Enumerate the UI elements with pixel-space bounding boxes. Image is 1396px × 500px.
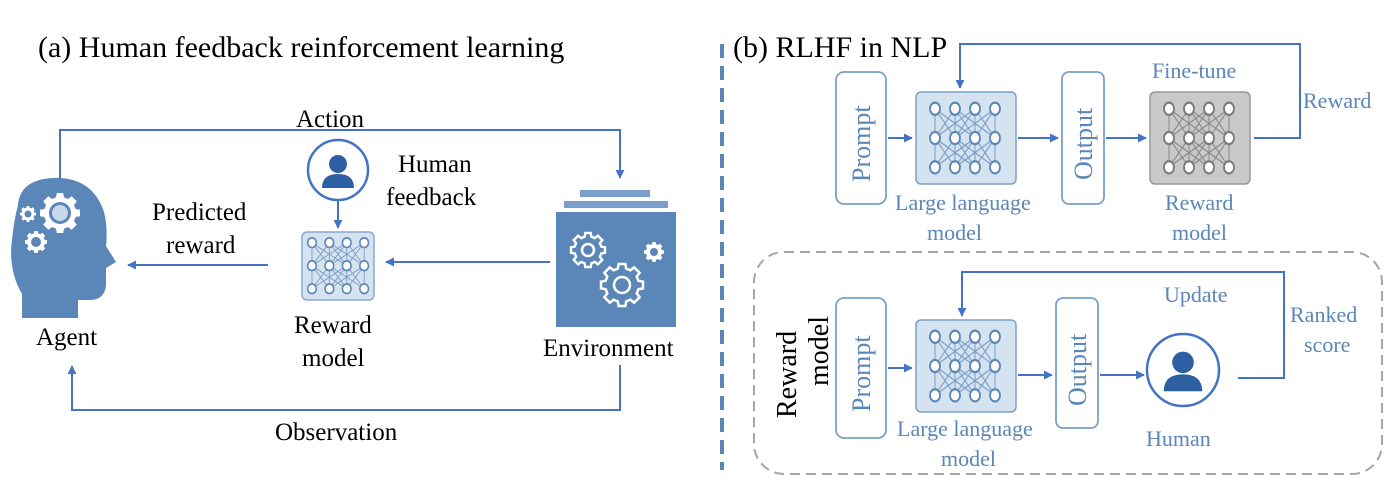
reward-model-training-box — [753, 251, 1383, 475]
human-feedback-label-2: feedback — [386, 184, 477, 211]
action-arrow — [59, 129, 625, 190]
human-feedback-label-1: Human — [398, 151, 472, 178]
human-icon — [1145, 332, 1221, 408]
predicted-reward-label-1: Predicted — [152, 199, 247, 226]
llm-box-top — [915, 91, 1017, 185]
panel-a-title: (a) Human feedback reinforcement learnin… — [38, 31, 564, 64]
reward-model-b-box — [1149, 91, 1251, 185]
prompt-label-top: Prompt — [847, 105, 876, 182]
human-feedback-icon — [306, 138, 370, 202]
panel-b-title: (b) RLHF in NLP — [733, 31, 947, 64]
llm-box-bottom — [915, 319, 1017, 413]
fine-tune-label: Fine-tune — [1152, 58, 1236, 83]
rm-box-label-1: Reward — [772, 331, 803, 418]
prompt-label-bottom: Prompt — [847, 335, 876, 412]
agent-head-icon — [11, 177, 116, 318]
rm-box-label-2: model — [804, 316, 835, 386]
prompt-box-top — [835, 71, 887, 205]
reward-loop-arrow — [955, 43, 1301, 139]
environment-label: Environment — [543, 335, 674, 362]
ranked-score-label-1: Ranked — [1290, 302, 1357, 327]
agent-label: Agent — [36, 324, 97, 351]
reward-model-a-label-2: model — [302, 345, 365, 372]
ranked-score-label-2: score — [1304, 332, 1350, 357]
reward-label: Reward — [1303, 88, 1371, 113]
human-label: Human — [1146, 426, 1211, 451]
predicted-reward-label-2: reward — [166, 232, 236, 259]
output-box-top — [1061, 71, 1105, 205]
reward-model-a-box — [301, 231, 375, 301]
reward-model-b-label-1: Reward — [1165, 190, 1233, 215]
prompt-box-bottom — [835, 297, 887, 439]
update-loop-arrow — [957, 271, 1285, 379]
output-box-bottom — [1055, 297, 1099, 429]
llm-label-bottom-2: model — [941, 446, 996, 471]
observation-label: Observation — [275, 419, 398, 446]
observation-arrow — [67, 365, 621, 411]
update-label: Update — [1164, 282, 1228, 307]
llm-label-bottom-1: Large language — [897, 416, 1033, 441]
action-label: Action — [296, 106, 365, 133]
environment-icon — [556, 190, 676, 327]
output-label-top: Output — [1069, 107, 1098, 180]
reward-model-a-label-1: Reward — [294, 312, 372, 339]
llm-label-top-2: model — [927, 220, 982, 245]
reward-model-b-label-2: model — [1172, 220, 1227, 245]
llm-label-top-1: Large language — [895, 190, 1031, 215]
output-label-bottom: Output — [1063, 333, 1092, 406]
